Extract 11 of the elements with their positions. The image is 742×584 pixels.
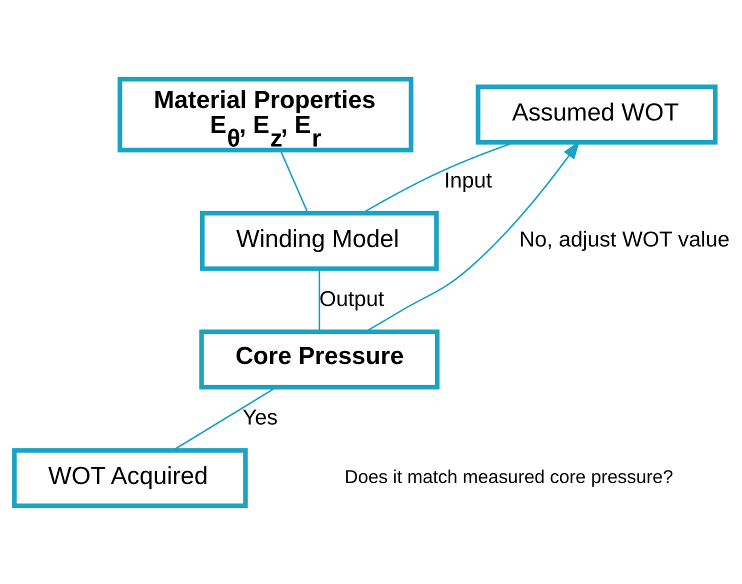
label: Does it match measured core pressure? [344,465,674,486]
node-box: Winding Model [200,210,439,270]
edge-label: Yes [242,404,278,430]
edge-label: Input [444,166,492,192]
connector [318,268,320,331]
node-box: Core Pressure [199,328,440,390]
node-box: WOT Acquired [12,448,248,508]
edge-label: No, adjust WOT value [519,226,730,252]
connector [280,150,309,213]
edge-label: Output [319,285,384,310]
node-box: Assumed WOT [476,84,718,144]
